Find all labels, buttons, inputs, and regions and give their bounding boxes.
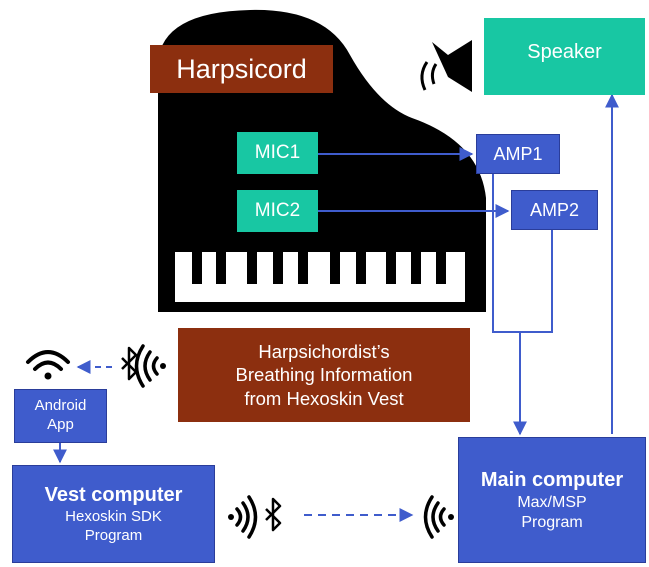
breathing-line-2: Breathing Information (235, 364, 413, 386)
speaker-box: Speaker (484, 18, 645, 95)
vest-computer-box: Vest computer Hexoskin SDK Program (12, 465, 215, 563)
vest-computer-line-2: Program (84, 526, 143, 544)
breathing-info-box: Harpsichordist’s Breathing Information f… (178, 328, 470, 422)
radio-wave-icon (228, 495, 258, 539)
piano-keyboard (175, 252, 465, 302)
main-computer-line-2: Program (521, 513, 583, 531)
harpsicord-label: Harpsicord (150, 45, 333, 93)
radio-wave-icon (134, 344, 166, 388)
bluetooth-icon (121, 346, 138, 381)
android-line-2: App (47, 416, 74, 433)
vest-computer-title: Vest computer (44, 483, 183, 506)
wifi-icon (26, 350, 70, 380)
breathing-line-1: Harpsichordist’s (258, 341, 390, 363)
android-line-1: Android (34, 397, 87, 415)
main-computer-title: Main computer (480, 468, 624, 491)
vest-computer-line-1: Hexoskin SDK (65, 507, 162, 525)
main-computer-line-1: Max/MSP (517, 493, 587, 511)
main-computer-box: Main computer Max/MSP Program (458, 437, 646, 563)
mic1-box: MIC1 (237, 132, 318, 174)
bluetooth-icon (265, 497, 282, 532)
breathing-line-3: from Hexoskin Vest (244, 387, 404, 409)
amp-merge-line (492, 174, 553, 333)
amp1-box: AMP1 (476, 134, 560, 174)
radio-wave-icon (423, 495, 454, 539)
android-app-box: Android App (14, 389, 107, 443)
amp2-box: AMP2 (511, 190, 598, 230)
mic2-box: MIC2 (237, 190, 318, 232)
speaker-icon (420, 40, 472, 92)
